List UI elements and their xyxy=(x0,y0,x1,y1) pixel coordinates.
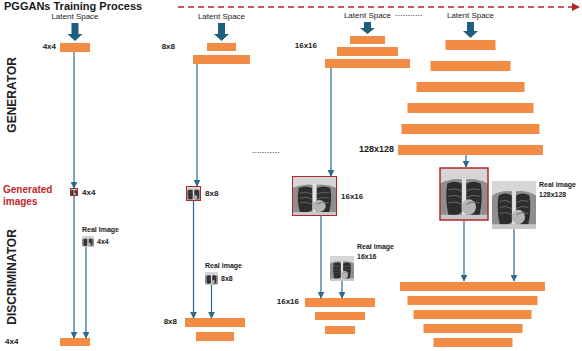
discriminator-block: 4x4 xyxy=(60,338,90,346)
layer-bar xyxy=(315,312,365,320)
real-image: Real Image4x4 xyxy=(82,236,94,247)
xray-image xyxy=(492,181,536,229)
layer-bar xyxy=(350,36,385,44)
layer-bar xyxy=(305,298,375,307)
generator-block: 128x128 xyxy=(398,40,543,155)
generated-image: 8x8 xyxy=(186,186,201,201)
flow-arrow xyxy=(341,281,342,298)
flow-arrow xyxy=(73,52,74,188)
layer-bar xyxy=(414,310,532,319)
flow-arrow xyxy=(85,247,86,338)
size-label: 4x4 xyxy=(82,189,95,198)
size-label: 4x4 xyxy=(5,338,18,347)
xray-image xyxy=(292,176,337,216)
layer-bar xyxy=(434,338,513,347)
layer-bar xyxy=(402,124,540,134)
size-label: 8x8 xyxy=(164,318,177,327)
size-label: 16x16 xyxy=(341,193,363,202)
latent-arrow xyxy=(360,22,375,34)
layer-bar xyxy=(408,103,534,113)
latent-label: Latent Space xyxy=(344,11,391,20)
xray-image xyxy=(330,256,354,281)
process-arrow xyxy=(178,6,572,8)
size-label: 8x8 xyxy=(162,43,175,52)
discriminator-layers xyxy=(60,282,545,347)
size-label: 16x16 xyxy=(357,253,376,261)
layer-bar xyxy=(325,326,355,334)
layer-bar xyxy=(196,332,234,341)
latent-arrow xyxy=(214,23,229,41)
generated-label: Generated images xyxy=(3,184,63,207)
image-caption: Real image xyxy=(205,262,242,270)
flow-arrow xyxy=(73,196,74,338)
diagram-title: PGGANs Training Process xyxy=(4,0,142,13)
layer-bar xyxy=(207,43,236,51)
size-label: 8x8 xyxy=(221,275,233,283)
size-label: 4x4 xyxy=(43,43,56,52)
flow-arrow xyxy=(193,201,194,318)
layer-bar xyxy=(185,318,245,327)
latent-label: Latent Space xyxy=(51,12,98,21)
layer-bar xyxy=(60,338,90,346)
xray-image xyxy=(205,272,218,285)
layer-bar xyxy=(193,55,250,64)
layer-bar xyxy=(398,145,543,155)
generator-block: 16x16 xyxy=(325,36,410,68)
ellipsis: ........... xyxy=(395,8,423,18)
layer-bar xyxy=(60,43,90,52)
xray-image xyxy=(186,186,201,201)
layer-bar xyxy=(400,282,545,291)
section-label: GENERATOR xyxy=(6,57,20,133)
layer-bar xyxy=(337,47,398,56)
generator-block: 4x4 xyxy=(60,43,90,52)
flow-arrow xyxy=(320,216,321,298)
generated-image: 16x16 xyxy=(292,176,337,216)
image-frame xyxy=(440,168,488,220)
layer-bar xyxy=(417,82,525,92)
flow-arrow xyxy=(330,68,331,176)
flow-line xyxy=(513,229,514,281)
discriminator-block: 8x8 xyxy=(185,318,245,341)
section-label: DISCRIMINATOR xyxy=(6,229,20,325)
real-image: Real image8x8 xyxy=(205,272,218,285)
flow-arrow xyxy=(211,285,212,318)
layer-bar xyxy=(325,59,410,68)
discriminator-block: 16x16 xyxy=(305,298,375,334)
flow-line xyxy=(465,155,466,167)
size-label: 4x4 xyxy=(97,238,109,246)
real-image: Real image128x128 xyxy=(492,181,536,229)
latent-arrow xyxy=(463,22,478,38)
image-caption: Real image xyxy=(539,181,576,189)
generator-block: 8x8 xyxy=(193,43,250,64)
layer-bar xyxy=(446,40,496,50)
latent-arrow xyxy=(68,23,83,41)
latent-label: Latent Space xyxy=(198,12,245,21)
layer-bar xyxy=(408,296,538,305)
flow-arrow xyxy=(196,64,197,186)
real-image: Real image16x16 xyxy=(330,256,354,281)
image-caption: Real Image xyxy=(82,226,119,234)
flow-line xyxy=(463,220,464,281)
process-arrowhead xyxy=(572,3,580,11)
size-label: 8x8 xyxy=(205,190,218,199)
size-label: 16x16 xyxy=(295,42,317,51)
size-label: 128x128 xyxy=(359,145,394,155)
size-label: 128x128 xyxy=(539,191,566,199)
layer-bar xyxy=(431,61,511,71)
xray-image xyxy=(440,168,488,220)
image-caption: Real image xyxy=(357,243,394,251)
size-label: 16x16 xyxy=(277,298,299,307)
layer-bar xyxy=(424,324,523,333)
xray-image xyxy=(82,236,94,247)
generated-image: 4x4 xyxy=(70,188,78,196)
latent-label: Latent Space xyxy=(447,11,494,20)
generator-layers xyxy=(60,36,543,155)
ellipsis: ........... xyxy=(252,145,280,155)
xray-image xyxy=(70,188,78,196)
